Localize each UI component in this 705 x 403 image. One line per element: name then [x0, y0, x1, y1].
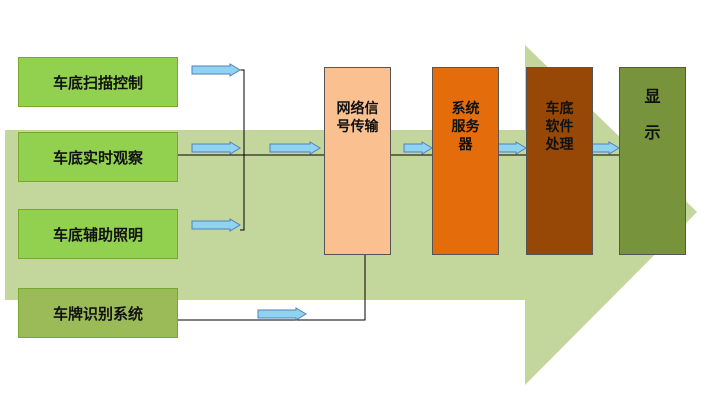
arrow-network-server	[403, 141, 433, 155]
input-label-plate-recognition: 车牌识别系统	[52, 304, 143, 323]
input-box-plate-recognition: 车牌识别系统	[18, 288, 178, 338]
input-box-scan-control: 车底扫描控制	[18, 57, 178, 107]
arrow-plate	[257, 307, 307, 321]
connector-scan-to-network	[240, 69, 245, 148]
input-box-aux-lighting: 车底辅助照明	[18, 209, 178, 259]
connector-lines	[178, 69, 619, 321]
arrow-software-display	[591, 141, 620, 155]
input-box-realtime-observe: 车底实时观察	[18, 132, 178, 182]
stage-label-network: 网络信 号传输	[336, 101, 379, 135]
stage-label-server: 系统 服务 器	[451, 101, 480, 153]
stage-box-software: 车底 软件 处理	[526, 67, 593, 255]
arrow-server-software	[497, 141, 527, 155]
input-label-aux-lighting: 车底辅助照明	[52, 225, 143, 244]
arrow-scan	[191, 63, 241, 77]
input-label-scan-control: 车底扫描控制	[52, 73, 143, 92]
arrow-lighting	[191, 218, 241, 232]
arrow-observe-1	[191, 141, 241, 155]
stage-box-display: 显 示	[619, 67, 686, 255]
stage-box-network: 网络信 号传输	[324, 67, 391, 255]
connector-lighting-to-network	[240, 148, 245, 231]
input-label-realtime-observe: 车底实时观察	[52, 148, 143, 167]
stage-box-server: 系统 服务 器	[432, 67, 499, 255]
stage-label-software: 车底 软件 处理	[545, 101, 574, 153]
connector-plate-to-network	[178, 243, 366, 321]
stage-label-display: 显 示	[644, 87, 661, 142]
arrow-observe-2	[269, 141, 321, 155]
flow-arrow-group	[191, 63, 620, 321]
